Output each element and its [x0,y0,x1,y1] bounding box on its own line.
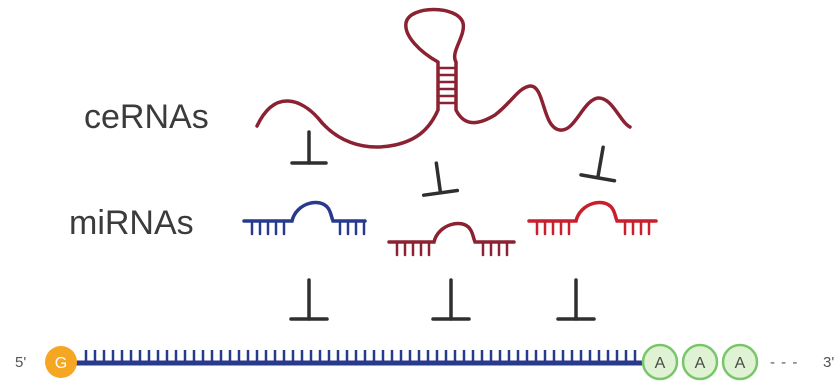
five-prime-cap: G [45,346,77,378]
inhibit-symbol [290,130,328,165]
poly-a-tail-dashes: - - - [770,354,799,371]
inhibit-symbol [421,161,460,197]
inhibit-symbol [431,278,471,321]
mrna-bases [84,350,637,363]
poly-a-label: A [655,355,666,372]
cap-label: G [55,355,67,372]
poly-a-bead: A [721,343,759,381]
cerna-label: ceRNAs [84,98,209,136]
inhibit-symbol [556,278,596,321]
poly-a-bead: A [641,343,679,381]
mirna-inhibition-marks [289,278,596,321]
cerna-inhibition-marks [290,130,617,197]
five-prime-label: 5' [15,354,27,371]
poly-a-bead: A [681,343,719,381]
inhibit-symbol [289,278,329,321]
poly-a-tail: A A A [641,343,759,381]
mirna-label: miRNAs [69,204,194,242]
inhibit-symbol [579,145,617,183]
cerna-hairpin-rungs [438,66,456,105]
three-prime-label: 3' [823,354,835,371]
mrna-strand [59,350,651,366]
mirna-blue [242,200,367,236]
cerna-strand [255,7,632,149]
poly-a-label: A [695,355,706,372]
mirna-red [527,200,658,236]
mirna-maroon [387,221,516,257]
poly-a-label: A [735,355,746,372]
cerna-backbone [255,7,632,149]
